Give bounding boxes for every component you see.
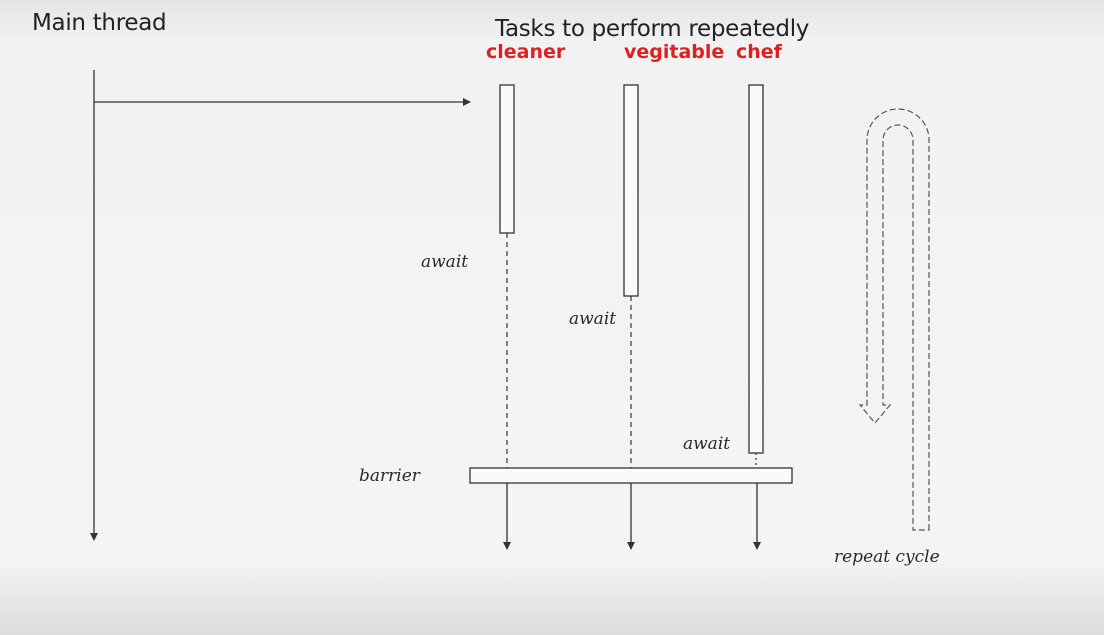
chef-await-label: await: [683, 434, 731, 454]
main-thread-label: Main thread: [32, 10, 167, 36]
chef-task-bar: [748, 84, 764, 454]
cleaner-task-bar: [499, 84, 515, 234]
tasks-title: Tasks to perform repeatedly: [495, 16, 810, 42]
task-name-cleaner: cleaner: [486, 41, 566, 63]
repeat-cycle-arrow: [858, 108, 930, 531]
task-name-chef: chef: [736, 41, 782, 63]
cleaner-await-label: await: [421, 252, 469, 272]
barrier-label: barrier: [359, 466, 420, 486]
repeat-cycle-label: repeat cycle: [834, 547, 940, 567]
vegitable-task-bar: [623, 84, 639, 297]
barrier-bar: [469, 467, 793, 484]
vegitable-await-label: await: [569, 309, 617, 329]
task-name-vegitable: vegitable: [624, 41, 725, 63]
